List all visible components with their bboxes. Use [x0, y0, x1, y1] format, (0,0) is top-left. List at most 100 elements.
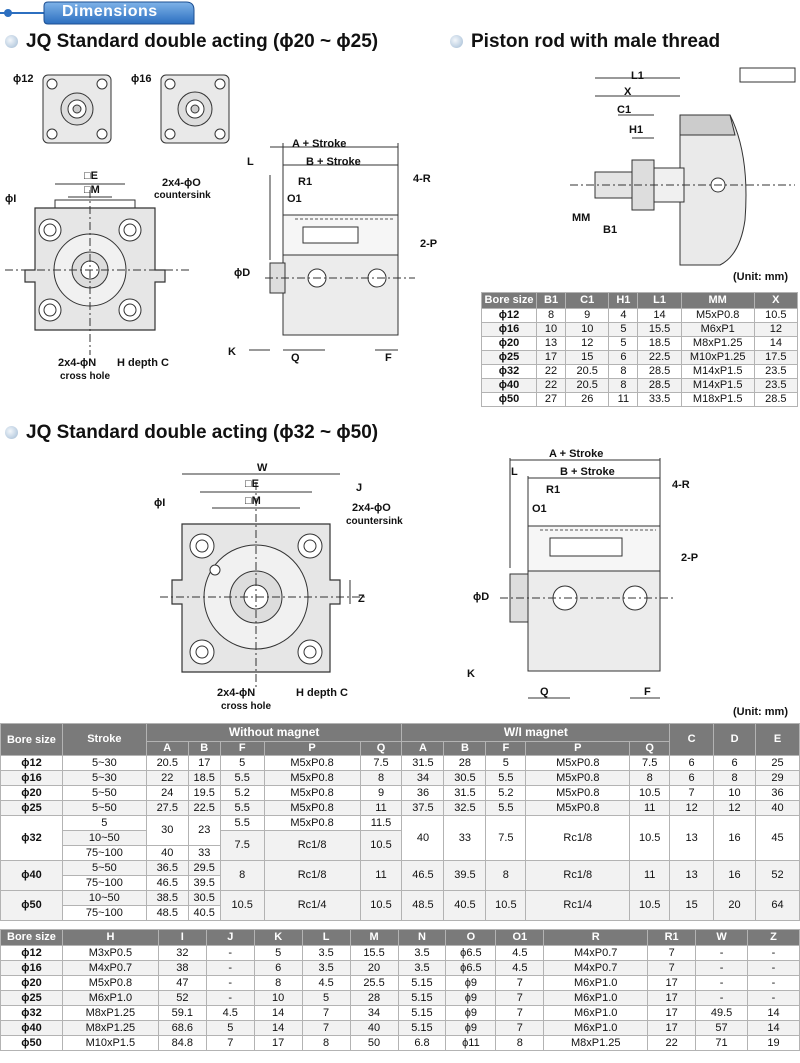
label-L: L [247, 156, 254, 168]
label-X: X [624, 86, 632, 98]
col-header: R1 [647, 929, 697, 946]
cell: 8 [253, 975, 303, 991]
header-stroke: Stroke [61, 723, 147, 756]
cell: 40.5 [187, 905, 221, 921]
cell: 10.5 [485, 890, 527, 921]
cell: M6xP1.0 [543, 990, 649, 1006]
bullet-icon [450, 35, 463, 48]
header-A: A [145, 741, 189, 756]
cell: 17 [253, 1035, 303, 1051]
section-title-small: JQ Standard double acting (ϕ20 ~ ϕ25) [5, 31, 378, 53]
table-row: 75~100 40 33 [1, 845, 800, 861]
cell: Rc1/8 [525, 815, 631, 861]
cell: ϕ25 [481, 350, 537, 365]
label-R1-large: R1 [546, 484, 561, 496]
cell: 11 [629, 860, 671, 891]
cell: 5.2 [219, 785, 265, 801]
cell: 27.5 [145, 800, 189, 816]
cell: 30.5 [187, 890, 221, 906]
cell: 12 [713, 800, 756, 816]
cell: ϕ16 [0, 770, 63, 786]
header-F: F [219, 741, 265, 756]
label-hdepth: H depth C [117, 357, 169, 369]
cell: 33 [187, 845, 221, 861]
cell: 4.5 [301, 975, 351, 991]
label-phiI-large: ϕI [154, 497, 166, 509]
label-crosshole: cross hole [60, 371, 111, 382]
label-Q: Q [291, 352, 300, 364]
cell: ϕ20 [0, 785, 63, 801]
col-header: K [253, 929, 303, 946]
cell: 28.5 [637, 364, 682, 379]
front-view-phi12 [42, 74, 112, 144]
cell: 36 [755, 785, 800, 801]
label-K: K [228, 346, 236, 358]
cell: 22.5 [637, 350, 682, 365]
cell: 9 [565, 308, 610, 323]
cell: ϕ12 [0, 755, 63, 771]
cell: 10.5 [629, 890, 671, 921]
label-phi12: ϕ12 [13, 73, 34, 85]
cell: 17 [187, 755, 221, 771]
label-M: □M [84, 184, 100, 196]
cell: ϕ12 [0, 945, 63, 961]
label-B1: B1 [603, 224, 618, 236]
cell: 17 [647, 1020, 697, 1036]
front-view-phi16 [160, 74, 230, 144]
col-header: L1 [637, 292, 682, 309]
header-Q-mag: Q [629, 741, 671, 756]
cell: 40 [755, 800, 800, 816]
cell: 14 [747, 1020, 800, 1036]
label-H1: H1 [629, 124, 644, 136]
label-2P: 2-P [420, 238, 438, 250]
cell: 5.15 [397, 1020, 447, 1036]
cell: ϕ25 [0, 800, 63, 816]
header-P-mag: P [525, 741, 631, 756]
cell: 7 [495, 1020, 545, 1036]
col-header: O [445, 929, 497, 946]
cell: 12 [753, 322, 799, 337]
cell: 11.5 [359, 815, 403, 831]
cell: ϕ11 [445, 1035, 497, 1051]
cell: 7.5 [219, 830, 265, 861]
cell: M5xP0.8 [263, 770, 361, 786]
cell: Rc1/4 [525, 890, 631, 921]
label-N-large: 2x4-ϕN [217, 687, 256, 699]
cell: Rc1/8 [263, 830, 361, 861]
cell: 13 [669, 815, 715, 861]
cell: 14 [253, 1020, 303, 1036]
front-view-phi20-25 [5, 183, 190, 355]
cell: 11 [359, 860, 403, 891]
cell: 5 [219, 755, 265, 771]
cell: 7 [205, 1035, 255, 1051]
cell: 57 [695, 1020, 749, 1036]
table-row: 10~50 7.5 Rc1/8 10.5 [1, 830, 800, 861]
cell: 7.5 [485, 815, 527, 861]
label-E-large: □E [245, 478, 259, 490]
cell: M8xP1.25 [61, 1005, 159, 1021]
cell: 71 [695, 1035, 749, 1051]
cell: 8 [219, 860, 265, 891]
cell: 8 [713, 770, 756, 786]
cell: 10.5 [753, 308, 799, 323]
cell: 13 [669, 860, 715, 891]
cell: - [747, 960, 800, 976]
table-row: ϕ40 5~50 36.5 29.5 8 Rc1/8 11 46.5 39.5 … [0, 860, 800, 891]
cell: 46.5 [145, 875, 189, 891]
cell: 20 [713, 890, 756, 921]
table-row: 75~100 48.5 40.5 [1, 905, 800, 921]
cell: 7 [647, 945, 697, 961]
cell: 10.5 [359, 830, 403, 861]
cell: 40 [145, 845, 189, 861]
cell: 8 [608, 364, 639, 379]
cell: 11 [359, 800, 403, 816]
header-E: E [755, 723, 800, 756]
cell: 33.5 [637, 392, 682, 407]
cell: 52 [157, 990, 207, 1006]
cell: 14 [253, 1005, 303, 1021]
dimensions-tab [0, 1, 195, 25]
cell: 5.15 [397, 990, 447, 1006]
